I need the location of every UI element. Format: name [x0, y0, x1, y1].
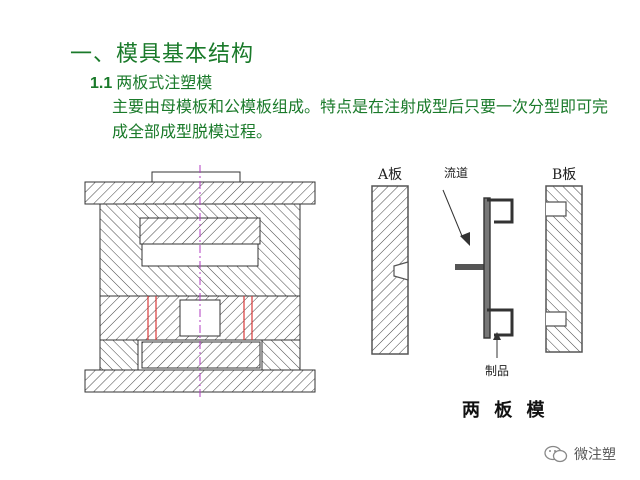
support-block-right — [261, 339, 301, 371]
watermark-text: 微注塑 — [574, 447, 616, 463]
wechat-icon — [544, 445, 568, 463]
page-title: 一、模具基本结构 — [70, 42, 255, 67]
section-name: 两板式注塑模 — [116, 73, 213, 92]
a-plate-drawing — [371, 185, 409, 355]
runner-label: 流道 — [444, 166, 469, 180]
guide-pin-lines — [147, 296, 253, 340]
watermark: 微注塑 — [544, 444, 616, 464]
runner-and-product — [442, 189, 514, 358]
a-plate-label: A板 — [378, 167, 403, 183]
b-plate-drawing — [545, 185, 583, 353]
section-number: 1.1 — [90, 75, 113, 92]
description-text: 主要由母模板和公模板组成。特点是在注射成型后只要一次分型即可完成全部成型脱模过程… — [112, 97, 609, 141]
support-block-left — [99, 339, 139, 371]
ejector-plate — [141, 341, 261, 369]
diagram-caption: 两 板 模 — [462, 400, 549, 421]
product-label: 制品 — [485, 364, 510, 378]
b-plate-label: B板 — [552, 167, 577, 183]
